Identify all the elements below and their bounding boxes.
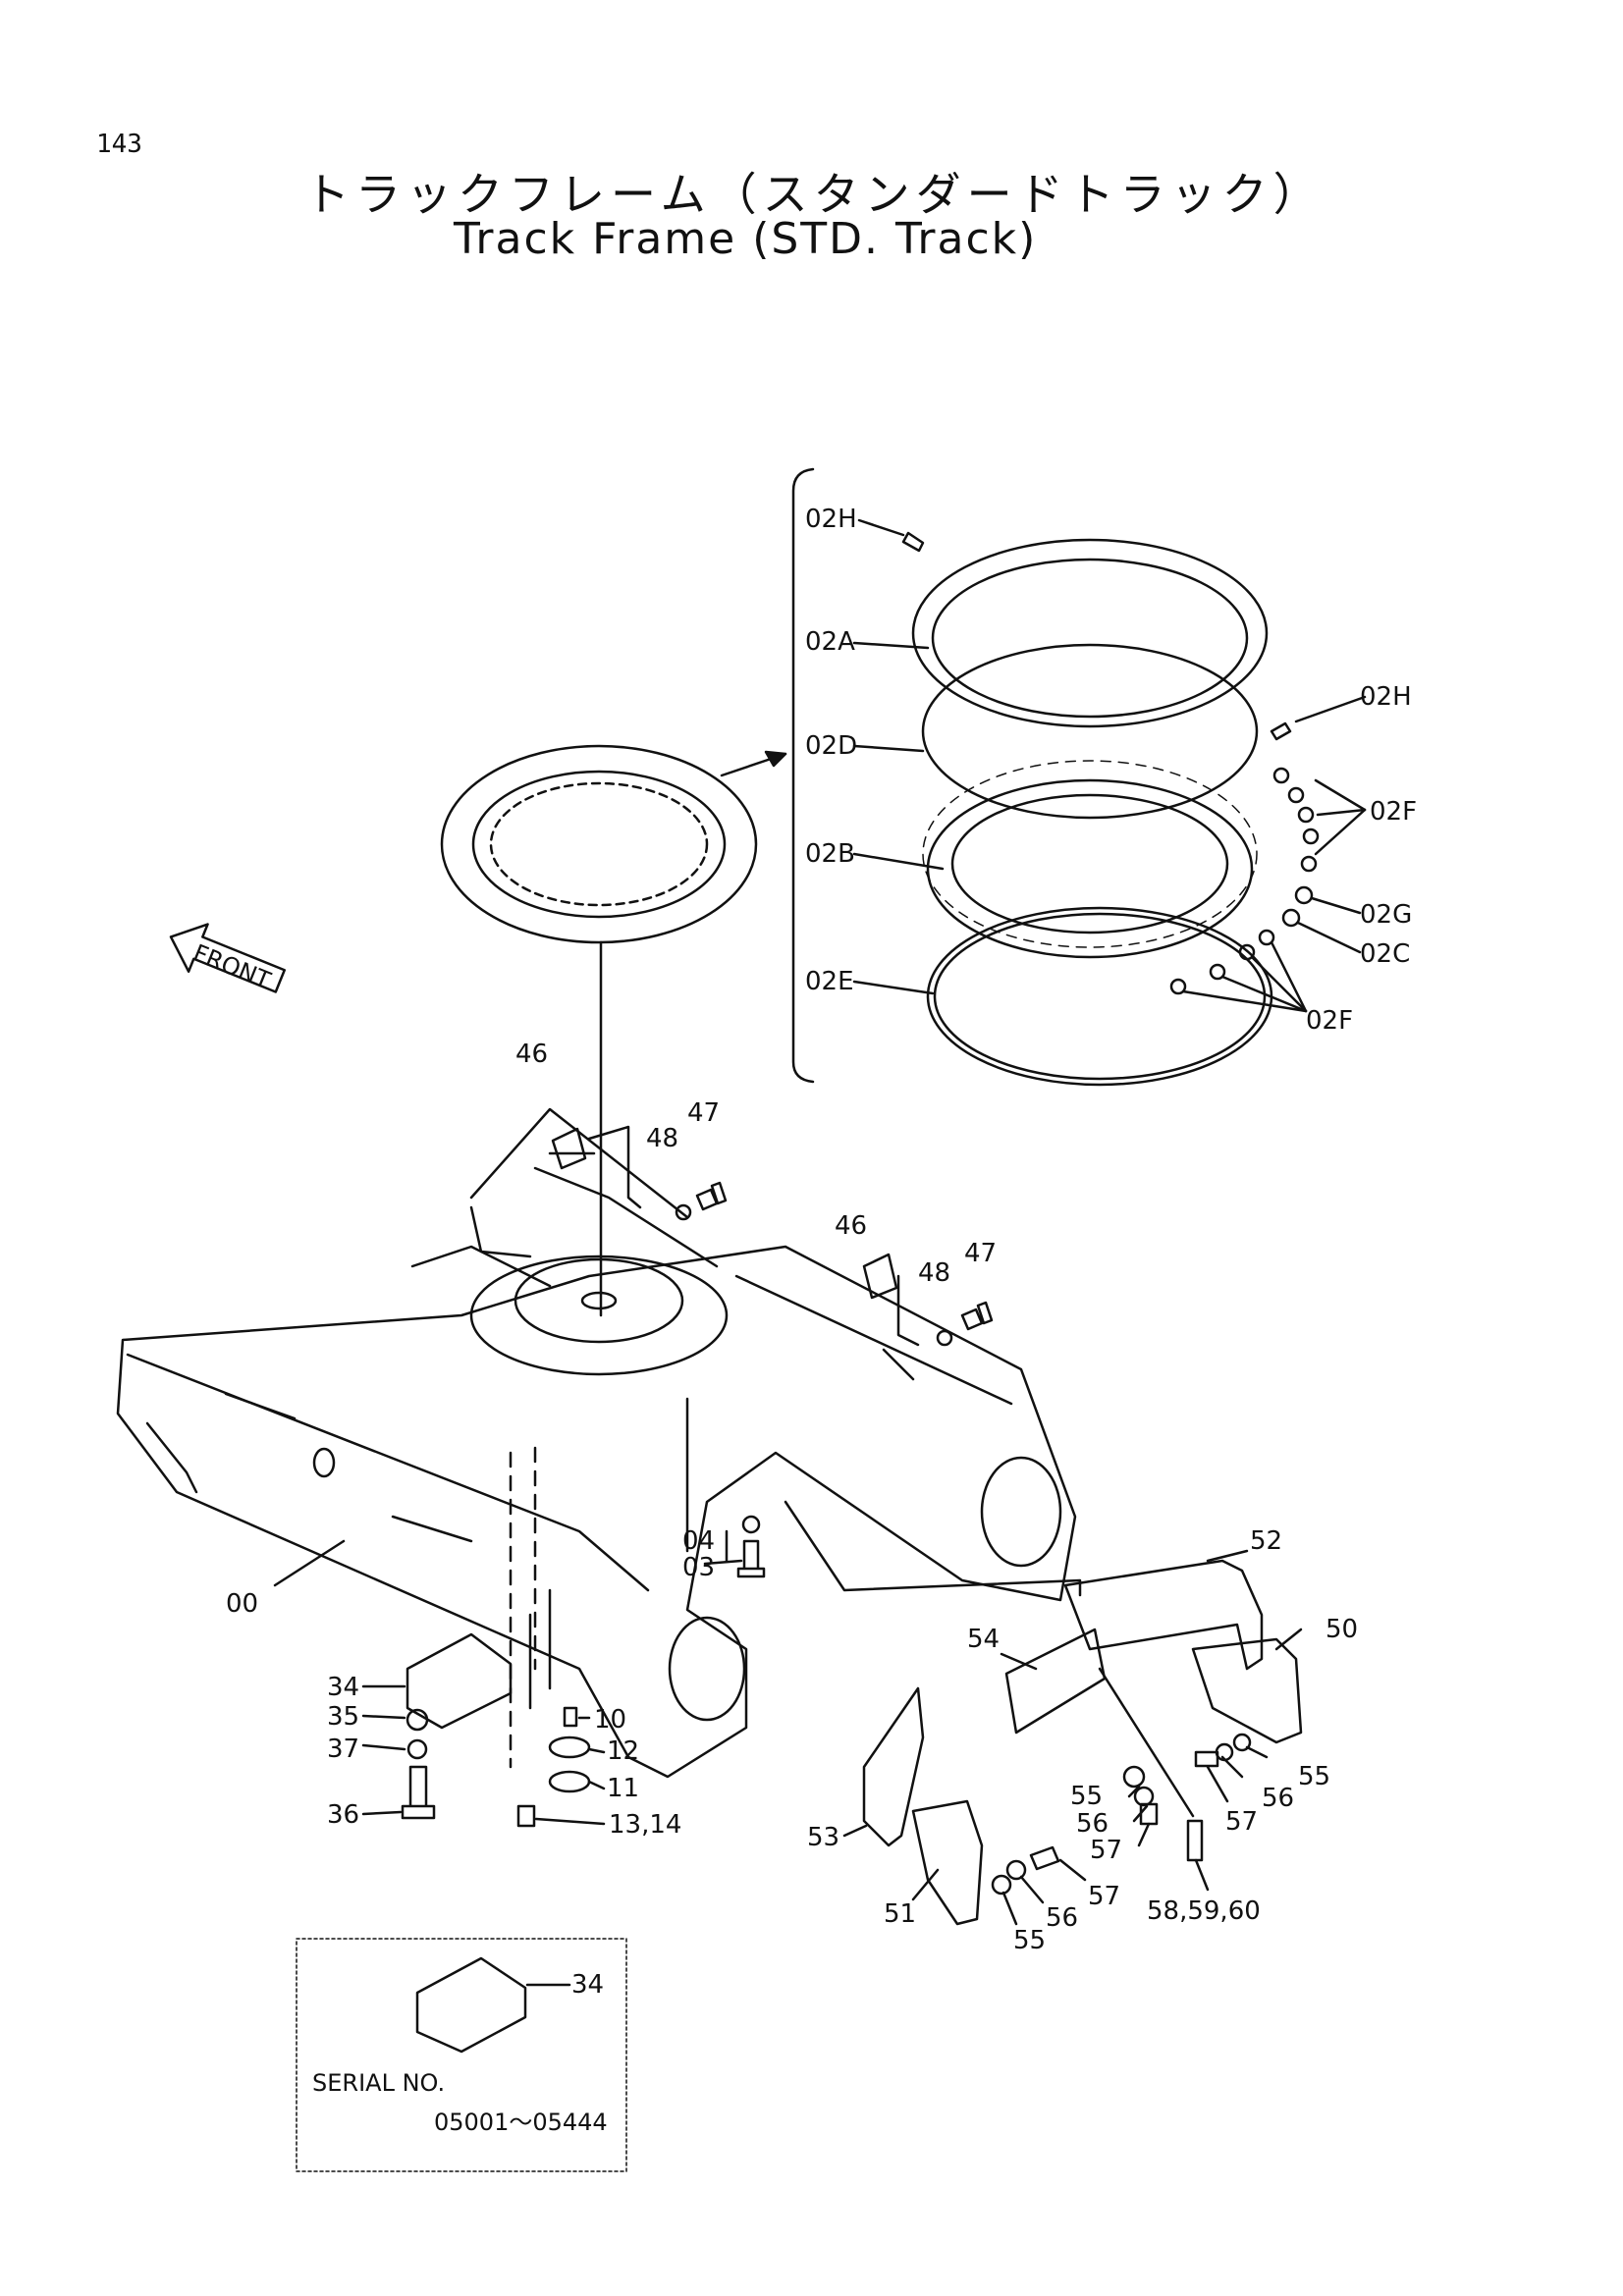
washer-55-low: [991, 1874, 1012, 1896]
washer-55-mid: [1122, 1765, 1146, 1789]
callout-55-c: 55: [1013, 1926, 1046, 1955]
cover-50: [1191, 1637, 1303, 1744]
callout-48-b: 48: [918, 1258, 950, 1288]
page-title-english: Track Frame (STD. Track): [454, 214, 1038, 264]
internal-gear-ring: [440, 744, 758, 944]
bolt-36: [401, 1765, 436, 1820]
washer-56-low: [1005, 1859, 1027, 1881]
callout-57-c: 57: [1088, 1882, 1120, 1911]
callout-37: 37: [327, 1735, 359, 1764]
callout-labels: 02H 02A 02D 02B 02E 02H 02F 02G 02C 02F …: [189, 505, 1417, 2136]
bearing-balls-upper: [1272, 767, 1320, 873]
washer-48-right: [936, 1329, 953, 1347]
callout-54: 54: [967, 1625, 1000, 1654]
callout-13-14: 13,14: [609, 1810, 681, 1840]
callout-47-b: 47: [964, 1239, 997, 1268]
page-number: 143: [96, 130, 142, 159]
callout-02A: 02A: [805, 627, 855, 657]
plate-12: [548, 1735, 591, 1759]
front-arrow: [169, 923, 287, 993]
inset-callout-34: 34: [571, 1970, 604, 2000]
bearing-outer-ring: [911, 538, 1269, 728]
bolt-57-right: [1194, 1750, 1219, 1768]
washer-48-upper: [675, 1203, 692, 1221]
callout-34: 34: [327, 1673, 359, 1702]
page-title-japanese: トラックフレーム（スタンダードトラック）: [304, 168, 1325, 221]
callout-56-c: 56: [1046, 1903, 1078, 1933]
bolt-57-mid: [1139, 1802, 1159, 1826]
callout-02F-a: 02F: [1370, 797, 1417, 827]
callout-02C: 02C: [1360, 939, 1410, 969]
callout-47-a: 47: [687, 1098, 720, 1128]
washer-37: [406, 1738, 428, 1760]
bearing-balls-lower: [1169, 929, 1275, 995]
bearing-seal-upper: [921, 643, 1259, 820]
cover-53: [862, 1686, 925, 1847]
callout-00: 00: [226, 1589, 258, 1619]
cap-34-part: [406, 1632, 513, 1730]
callout-57-b: 57: [1225, 1807, 1258, 1837]
washer-55-right: [1232, 1733, 1252, 1752]
pin-10: [563, 1706, 578, 1728]
bearing-ball-02G: [1294, 885, 1314, 905]
callout-36: 36: [327, 1800, 359, 1830]
bolt-47-upper: [695, 1181, 728, 1211]
callout-10: 10: [594, 1705, 626, 1735]
bolt-58-60: [1186, 1819, 1204, 1862]
cover-52: [1063, 1559, 1264, 1671]
callout-58-59-60: 58,59,60: [1147, 1896, 1261, 1926]
bolt-03: [736, 1539, 766, 1578]
callout-52: 52: [1250, 1526, 1282, 1556]
cover-54: [1004, 1628, 1107, 1735]
bolt-47-right: [960, 1301, 994, 1331]
bearing-seal-02C: [1281, 908, 1301, 928]
serial-inset-box: [296, 1938, 627, 2172]
callout-46-a: 46: [515, 1040, 548, 1069]
callout-04: 04: [682, 1526, 715, 1556]
grease-fitting-upper: [901, 531, 925, 553]
cover-51: [911, 1799, 984, 1926]
grease-fitting-side: [1270, 721, 1292, 741]
callout-46-b: 46: [835, 1211, 867, 1241]
callout-50: 50: [1325, 1615, 1358, 1644]
plate-46-upper: [551, 1127, 587, 1170]
bolt-13-14: [516, 1804, 536, 1828]
callout-35: 35: [327, 1702, 359, 1732]
callout-02B: 02B: [805, 839, 855, 869]
callout-12: 12: [607, 1736, 639, 1766]
washer-56-mid: [1133, 1786, 1155, 1807]
front-label: FRONT: [189, 939, 275, 995]
bearing-group-bracket: [791, 467, 815, 1084]
inset-cap-34: [415, 1956, 527, 2054]
washer-35: [406, 1708, 429, 1732]
callout-48-a: 48: [646, 1124, 678, 1153]
callout-57-a: 57: [1090, 1836, 1122, 1865]
serial-label: SERIAL NO.: [312, 2069, 445, 2097]
callout-02H-a: 02H: [805, 505, 857, 534]
washer-04: [741, 1515, 761, 1534]
callout-02E: 02E: [805, 967, 854, 996]
bolt-57-low: [1029, 1845, 1060, 1871]
track-frame-body: [116, 1107, 1082, 1779]
callout-11: 11: [607, 1774, 639, 1803]
callout-56-a: 56: [1076, 1809, 1109, 1839]
bearing-inner-ring: [926, 778, 1254, 959]
callout-02D: 02D: [805, 731, 857, 761]
callout-51: 51: [884, 1899, 916, 1929]
serial-range: 05001～05444: [434, 2109, 608, 2136]
callout-53: 53: [807, 1823, 839, 1852]
callout-02G: 02G: [1360, 900, 1412, 930]
callout-55-b: 55: [1298, 1762, 1330, 1791]
callout-55-a: 55: [1070, 1782, 1103, 1811]
callout-02F-b: 02F: [1306, 1006, 1353, 1036]
callout-02H-b: 02H: [1360, 682, 1412, 712]
callout-03: 03: [682, 1553, 715, 1582]
plate-11: [548, 1770, 591, 1793]
plate-46-right: [862, 1253, 898, 1300]
callout-56-b: 56: [1262, 1784, 1294, 1813]
